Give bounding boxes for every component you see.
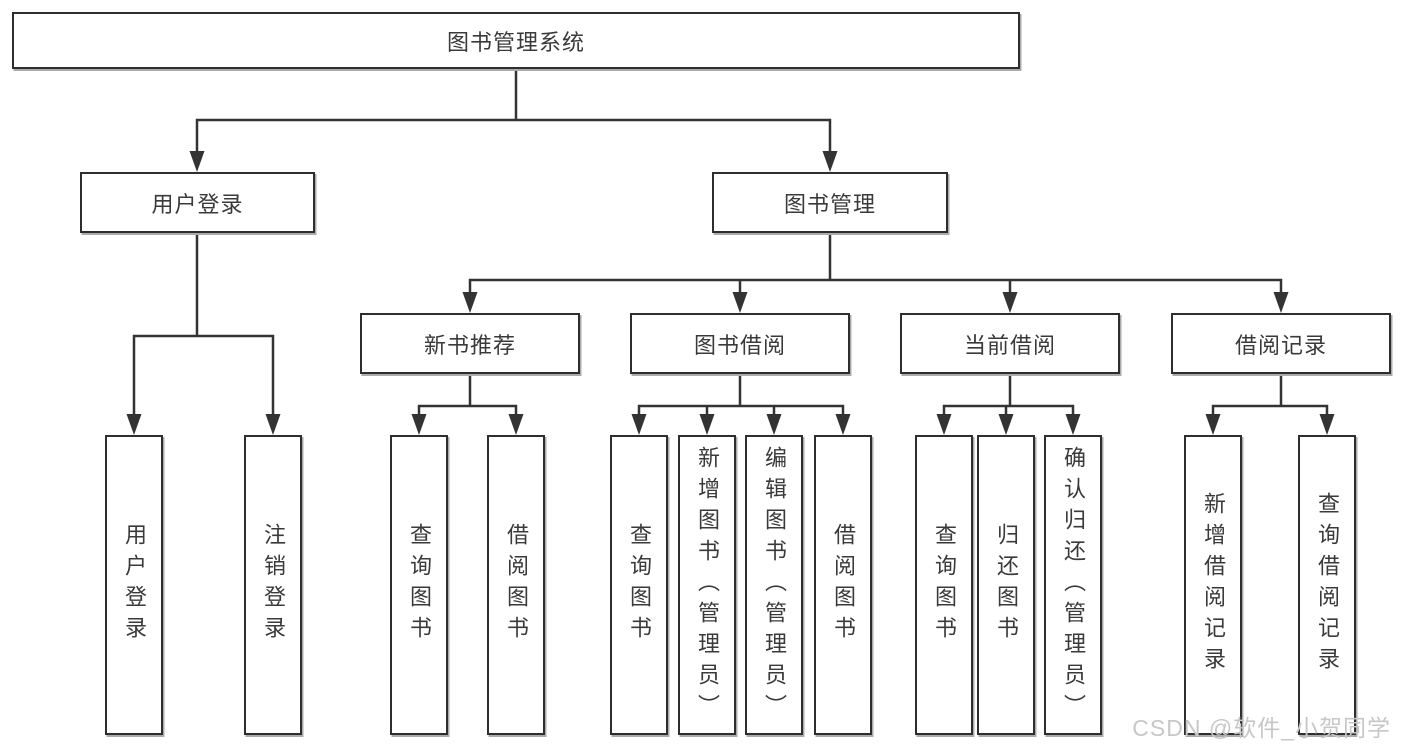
node-label: 用户登录	[122, 523, 147, 647]
node-label: 图书管理	[783, 191, 876, 217]
node-leaf-borrow-books-borrowing: 借阅图书	[814, 435, 872, 735]
node-label: 新增借阅记录	[1201, 492, 1226, 678]
node-leaf-query-borrow-record: 查询借阅记录	[1298, 435, 1356, 735]
node-leaf-query-books-borrowing: 查询图书	[610, 435, 668, 735]
node-book-management-branch: 图书管理	[712, 172, 948, 233]
node-root-label: 图书管理系统	[446, 29, 585, 55]
node-leaf-edit-books-admin: 编辑图书（管理员）	[745, 435, 803, 735]
node-label: 查询图书	[407, 523, 432, 647]
node-label: 归还图书	[994, 523, 1019, 647]
node-leaf-query-books-recommend: 查询图书	[390, 435, 448, 735]
node-label: 用户登录	[151, 191, 244, 217]
node-borrowing-records: 借阅记录	[1171, 313, 1391, 374]
node-label: 图书借阅	[693, 332, 786, 358]
node-label: 借阅图书	[504, 523, 529, 647]
node-new-book-recommend: 新书推荐	[360, 313, 580, 374]
node-leaf-add-borrow-record: 新增借阅记录	[1184, 435, 1242, 735]
node-label: 查询图书	[627, 523, 652, 647]
node-label: 新书推荐	[423, 332, 516, 358]
node-leaf-user-login: 用户登录	[105, 435, 163, 735]
node-leaf-query-books-current: 查询图书	[915, 435, 973, 735]
node-label: 查询借阅记录	[1315, 492, 1340, 678]
node-leaf-confirm-return-admin: 确认归还（管理员）	[1044, 435, 1102, 735]
node-label: 注销登录	[261, 523, 286, 647]
node-current-borrowing: 当前借阅	[900, 313, 1120, 374]
node-label: 编辑图书（管理员）	[762, 445, 787, 725]
node-label: 确认归还（管理员）	[1061, 445, 1086, 725]
node-root-system: 图书管理系统	[12, 12, 1020, 69]
node-label: 新增图书（管理员）	[695, 445, 720, 725]
node-book-borrowing: 图书借阅	[630, 313, 850, 374]
node-label: 借阅图书	[831, 523, 856, 647]
node-label: 查询图书	[932, 523, 957, 647]
node-label: 借阅记录	[1234, 332, 1327, 358]
node-leaf-add-books-admin: 新增图书（管理员）	[678, 435, 736, 735]
node-label: 当前借阅	[963, 332, 1056, 358]
node-leaf-logout: 注销登录	[244, 435, 302, 735]
node-user-login-branch: 用户登录	[80, 172, 315, 233]
node-leaf-borrow-books-recommend: 借阅图书	[487, 435, 545, 735]
csdn-watermark: CSDN @软件_小贺同学	[1132, 715, 1391, 741]
node-leaf-return-books: 归还图书	[977, 435, 1035, 735]
